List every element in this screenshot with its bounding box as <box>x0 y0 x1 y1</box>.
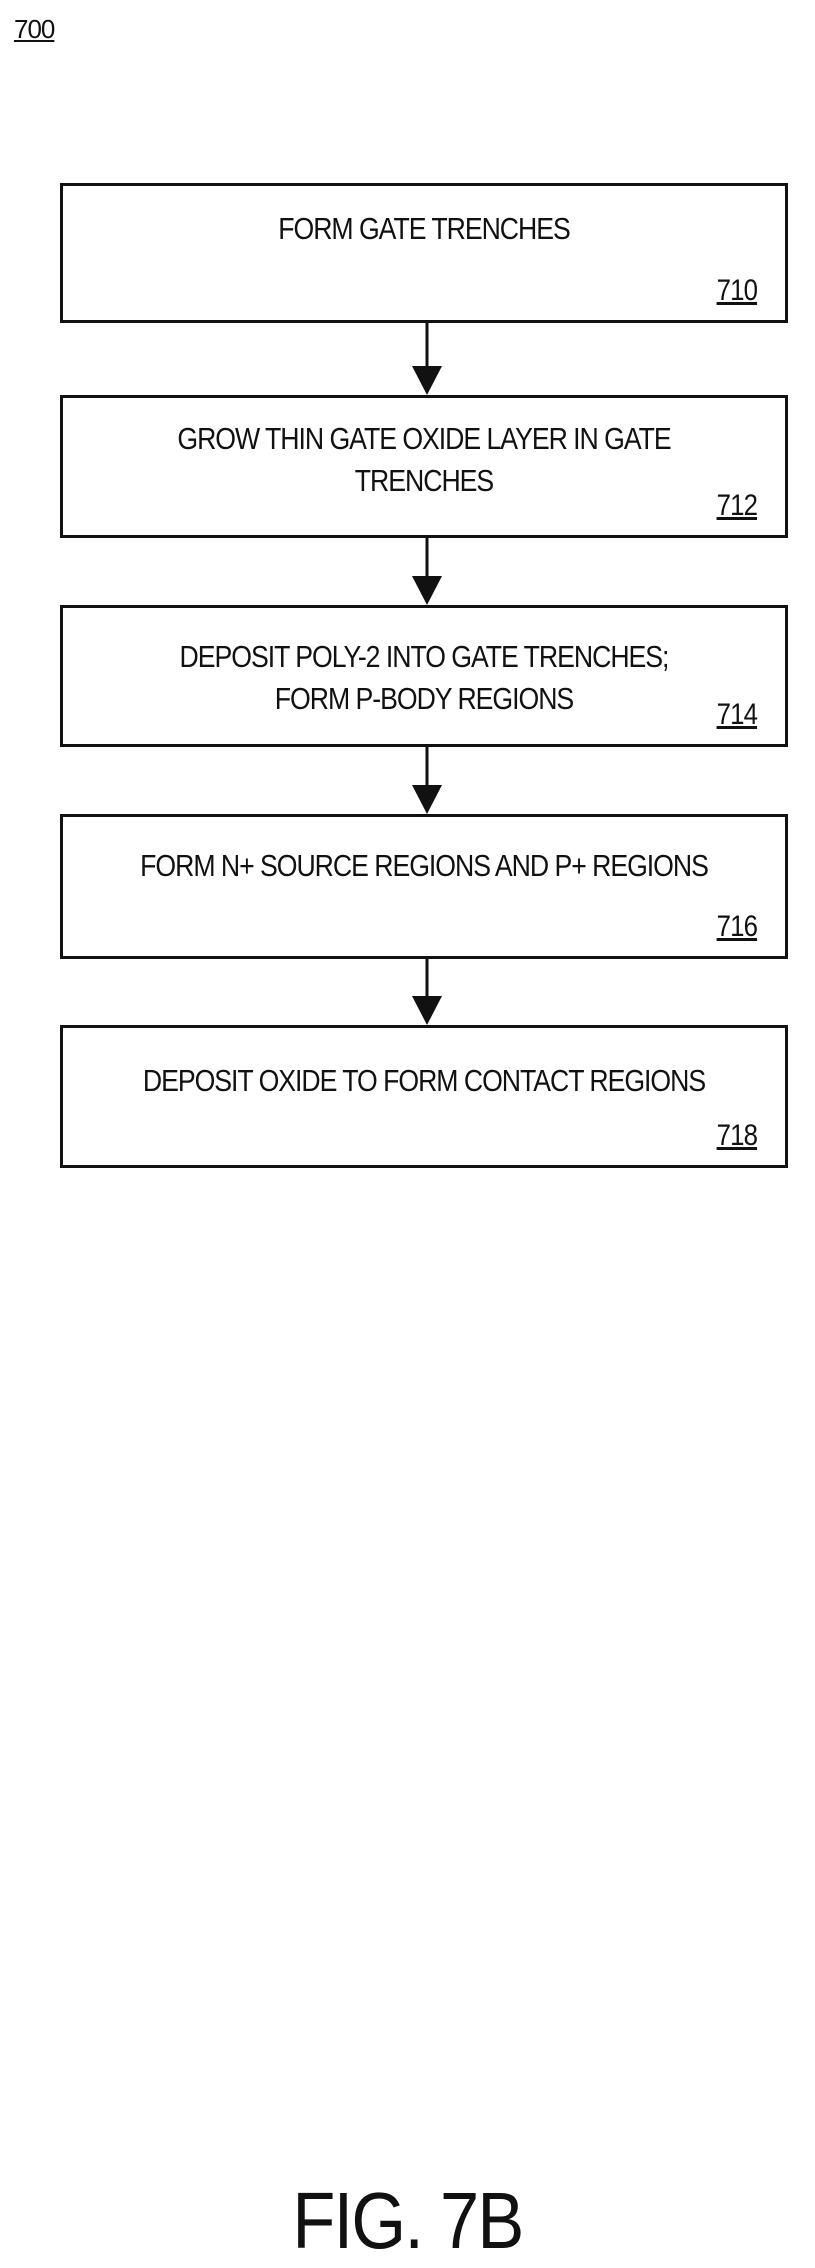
figure-title: FIG. 7B <box>49 2175 766 2267</box>
arrow-712-to-714 <box>412 538 442 605</box>
arrow-714-to-716 <box>412 747 442 814</box>
arrow-716-to-718 <box>412 959 442 1025</box>
arrow-710-to-712 <box>412 323 442 395</box>
